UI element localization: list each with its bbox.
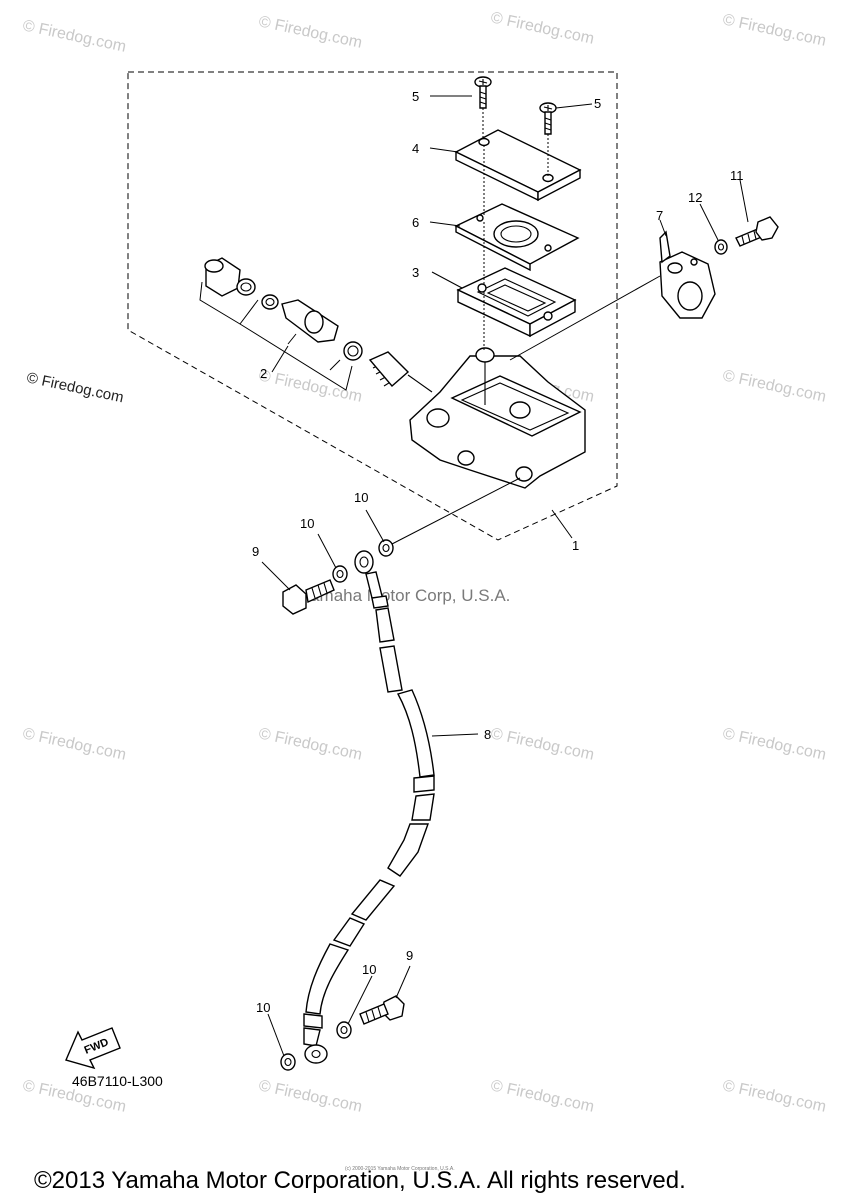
callout-4: 4	[412, 141, 419, 156]
callout-6: 6	[412, 215, 419, 230]
piston-kit	[204, 257, 433, 393]
reservoir-cap	[454, 129, 582, 202]
watermark: © Firedog.com	[721, 11, 827, 49]
watermark: © Firedog.com	[257, 1077, 363, 1115]
callout-7: 7	[656, 208, 663, 223]
washer-upper-left	[332, 565, 348, 583]
forward-arrow-icon: FWD	[65, 1027, 121, 1070]
holder-axis	[509, 275, 661, 361]
callout-labels: 1 2 3 4 5 5 6 7 8 9 9 10 10 10 10 11 12	[252, 89, 744, 1015]
piston-kit-bracket	[199, 281, 353, 391]
diaphragm	[454, 203, 580, 272]
washer-upper-right	[378, 539, 394, 557]
callout-12: 12	[688, 190, 702, 205]
diaphragm-holder	[456, 267, 577, 338]
watermark: © Firedog.com	[721, 367, 827, 405]
cap-screw-right	[539, 102, 557, 135]
washer-lower-right	[336, 1021, 352, 1039]
watermark: © Firedog.com	[489, 725, 595, 763]
watermark: © Firedog.com	[721, 1077, 827, 1115]
center-copyright-mark: Yamaha Motor Corp, U.S.A.	[300, 586, 510, 605]
callout-9: 9	[406, 948, 413, 963]
callout-1: 1	[572, 538, 579, 553]
copyright-footer: ©2013 Yamaha Motor Corporation, U.S.A. A…	[34, 1167, 686, 1194]
master-cylinder-body	[409, 347, 586, 489]
union-bolt-upper	[282, 579, 335, 615]
callout-5: 5	[594, 96, 601, 111]
holder-bolt	[735, 216, 779, 247]
brake-hose	[303, 550, 435, 1064]
callout-10: 10	[256, 1000, 270, 1015]
washer-lower-left	[280, 1053, 296, 1071]
watermark: © Firedog.com	[489, 1077, 595, 1115]
watermark: © Firedog.com	[257, 13, 363, 51]
callout-5: 5	[412, 89, 419, 104]
cap-screw-left	[474, 76, 492, 109]
watermark: © Firedog.com	[257, 725, 363, 763]
callout-10: 10	[354, 490, 368, 505]
callout-3: 3	[412, 265, 419, 280]
holder-washer	[714, 239, 728, 255]
assembly-boundary	[127, 71, 618, 541]
union-axis-upper	[391, 477, 521, 545]
callout-11: 11	[730, 168, 744, 183]
watermark: © Firedog.com	[721, 725, 827, 763]
watermark: © Firedog.com	[257, 367, 363, 405]
callout-10: 10	[300, 516, 314, 531]
union-bolt-lower	[359, 995, 405, 1025]
watermark: © Firedog.com	[21, 725, 127, 763]
diagram-code: 46B7110-L300	[72, 1073, 163, 1089]
watermark: © Firedog.com	[21, 17, 127, 55]
leader-lines	[261, 95, 749, 1057]
tiny-notice: (c) 2000-2015 Yamaha Motor Corporation, …	[345, 1166, 455, 1172]
lever-holder	[659, 230, 716, 319]
callout-9: 9	[252, 544, 259, 559]
watermark: © Firedog.com	[489, 9, 595, 47]
watermark-strong: © Firedog.com	[25, 369, 125, 406]
watermark-layer: © Firedog.com © Firedog.com © Firedog.co…	[21, 9, 827, 1115]
callout-8: 8	[484, 727, 491, 742]
callout-10: 10	[362, 962, 376, 977]
callout-2: 2	[260, 366, 267, 381]
